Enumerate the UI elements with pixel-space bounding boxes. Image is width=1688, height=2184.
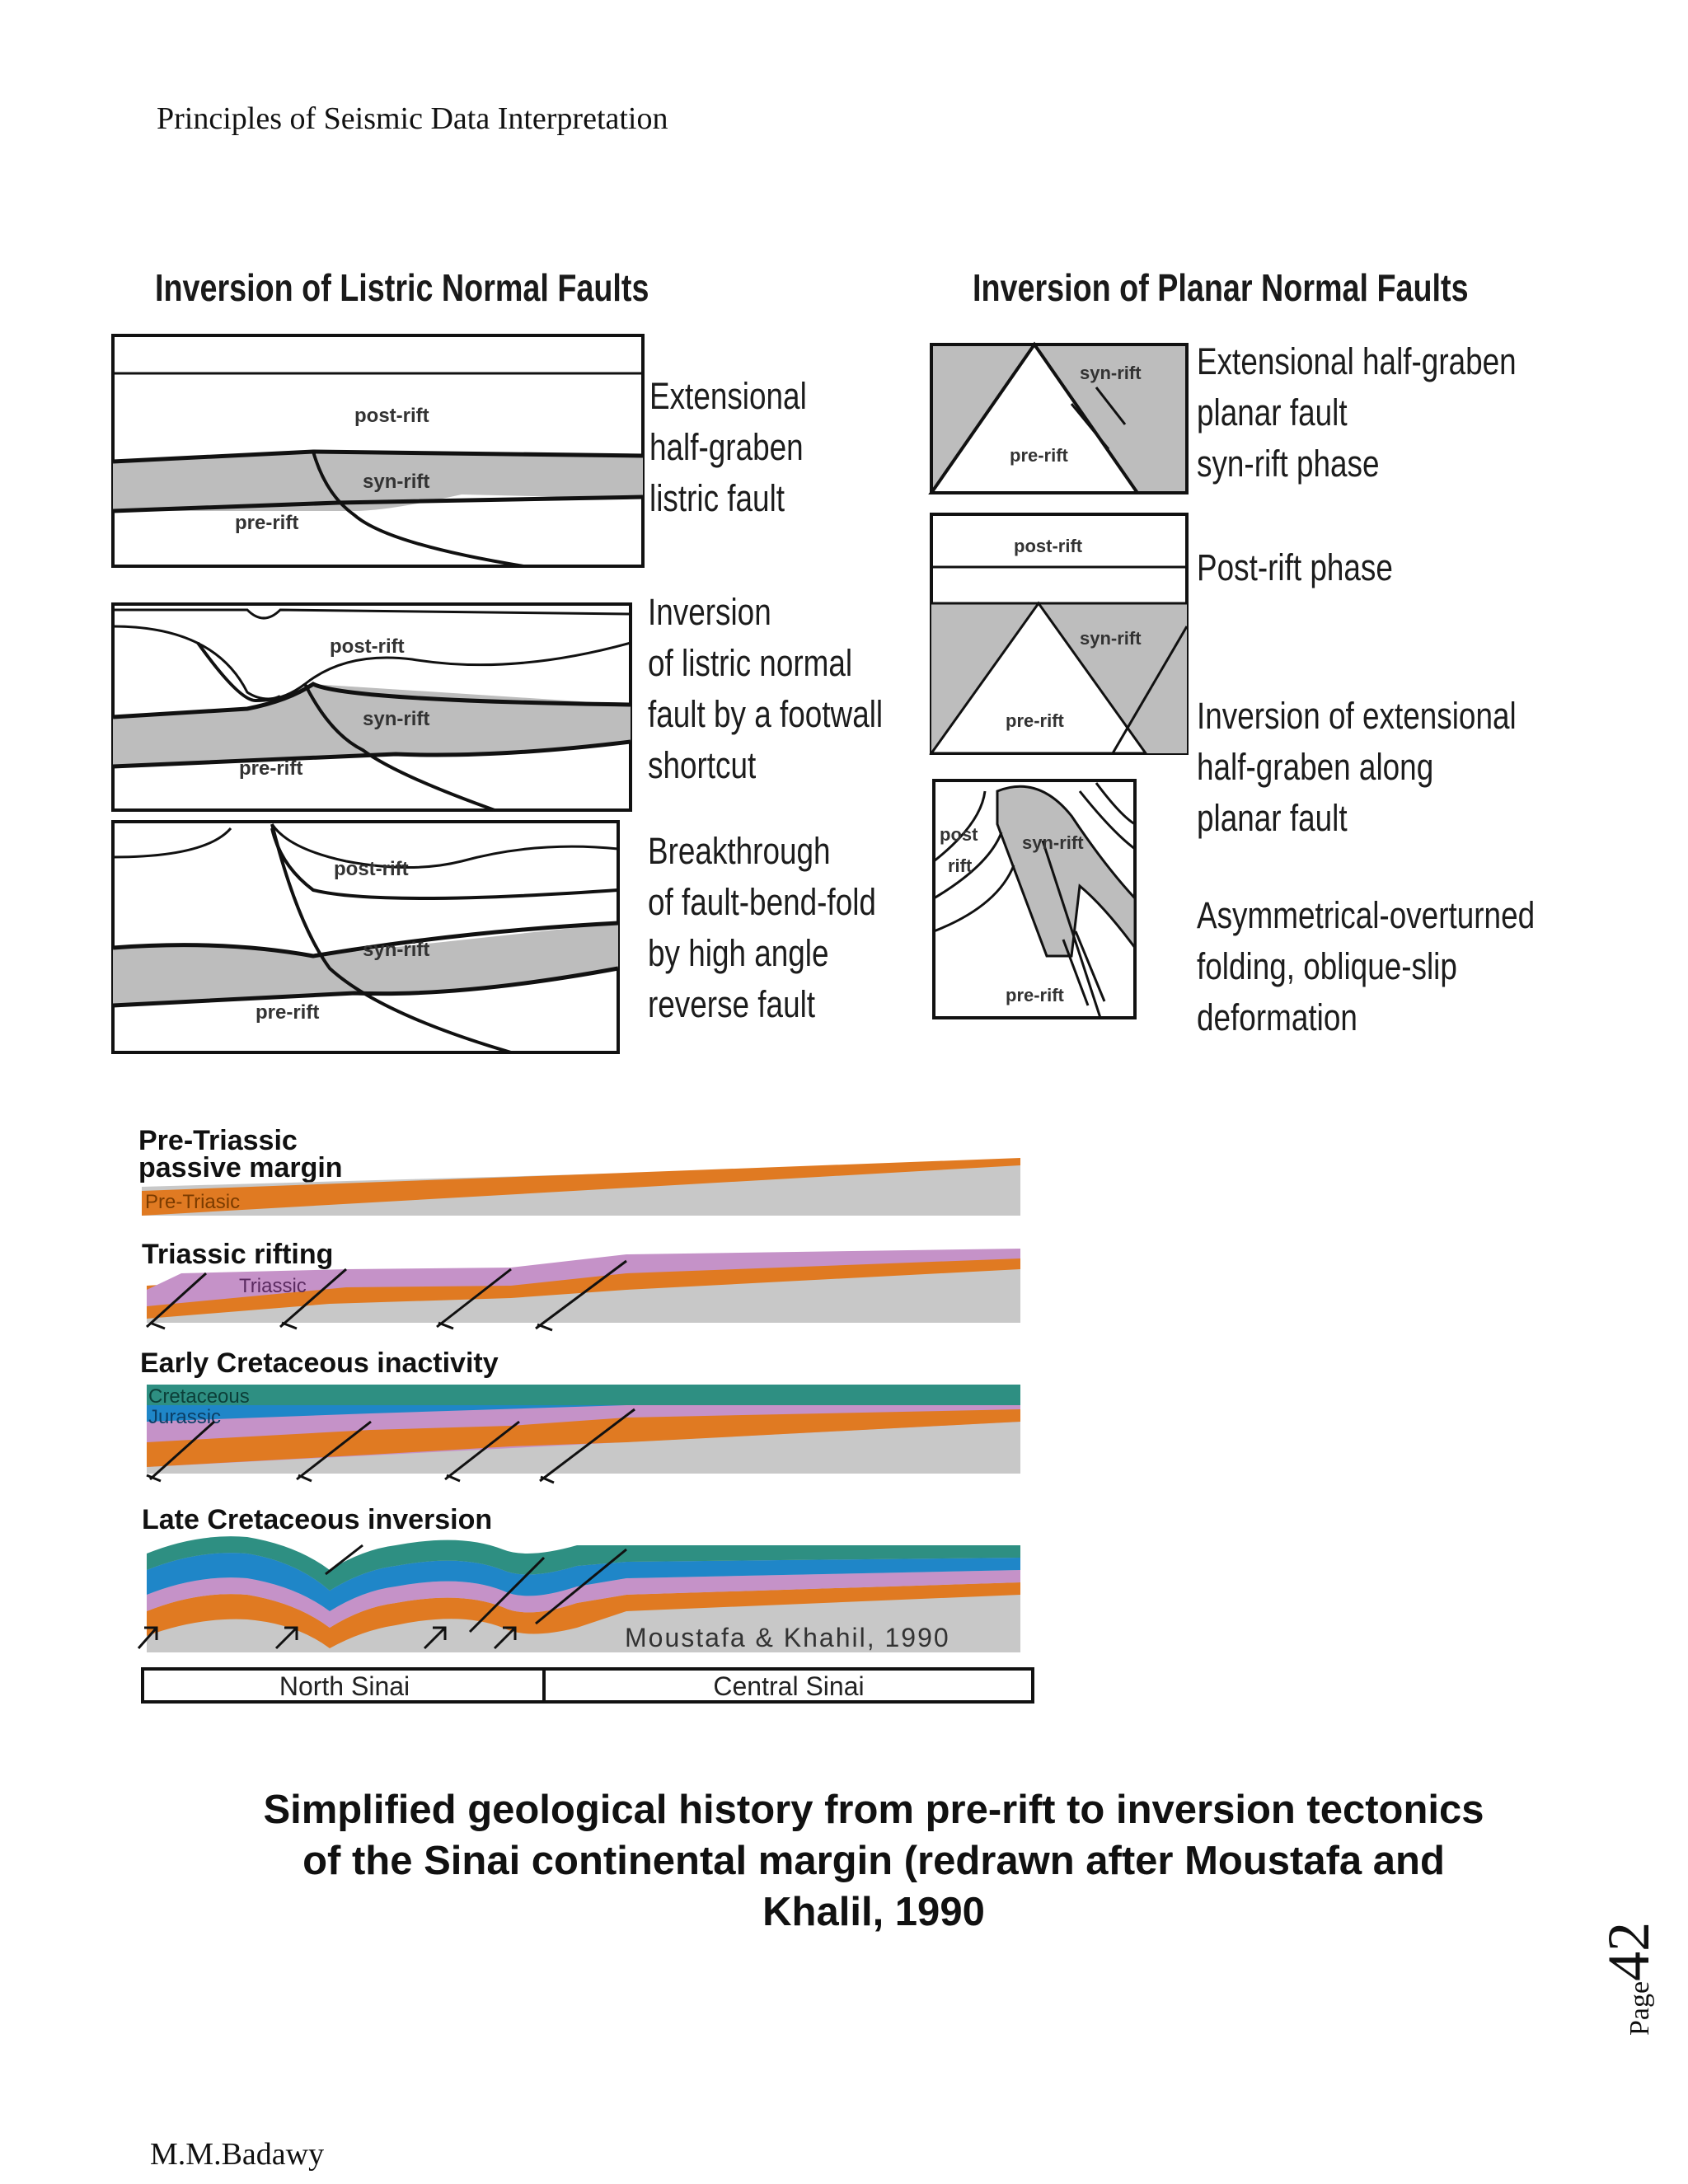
listric-1-post-label: post-rift: [354, 405, 429, 427]
planar-panel-1: syn-rift pre-rift: [928, 341, 1189, 494]
stage-early-cretaceous: Early Cretaceous inactivity Cretaceous J…: [140, 1347, 1020, 1484]
credit-text: Moustafa & Khahil, 1990: [625, 1623, 950, 1652]
stage-4-title: Late Cretaceous inversion: [142, 1504, 492, 1535]
stage-2-title: Triassic rifting: [142, 1239, 333, 1270]
stage-late-cretaceous: Late Cretaceous inversion Moustafa & Kha…: [137, 1504, 1020, 1652]
planar-3-pre-label: pre-rift: [1006, 985, 1065, 1005]
author-footer: M.M.Badawy: [150, 2137, 325, 2172]
stage-3-unit-cretaceous: Cretaceous: [148, 1385, 250, 1408]
listric-2-post-label: post-rift: [330, 635, 405, 658]
figure-caption: Simplified geological history from pre-r…: [263, 1788, 1484, 1934]
planar-2-syn-label: syn-rift: [1080, 628, 1142, 649]
planar-1-pre-label: pre-rift: [1010, 445, 1069, 466]
planar-panel-2: post-rift syn-rift pre-rift: [929, 513, 1189, 755]
planar-panel-3: post rift syn-rift pre-rift: [932, 779, 1137, 1019]
planar-desc-3: Inversion of extensional half-graben alo…: [1197, 695, 1517, 839]
listric-3-syn-label: syn-rift: [363, 939, 429, 961]
stage-3-title: Early Cretaceous inactivity: [140, 1347, 499, 1379]
planar-3-syn-label: syn-rift: [1022, 832, 1084, 853]
listric-1-pre-label: pre-rift: [235, 512, 298, 534]
stage-2-unit: Triassic: [239, 1275, 307, 1297]
listric-2-pre-label: pre-rift: [239, 757, 302, 780]
stage-pre-triassic: Pre-Triassic passive margin Pre-Triasic: [138, 1125, 1020, 1216]
listric-title: Inversion of Listric Normal Faults: [155, 266, 649, 309]
region-north: North Sinai: [279, 1671, 410, 1701]
listric-1-syn-label: syn-rift: [363, 471, 429, 493]
listric-panel-2: post-rift syn-rift pre-rift: [111, 602, 632, 812]
stage-3-unit-jurassic: Jurassic: [148, 1406, 221, 1428]
listric-3-pre-label: pre-rift: [256, 1001, 319, 1024]
running-header: Principles of Seismic Data Interpretatio…: [157, 101, 668, 136]
listric-panel-1: post-rift syn-rift pre-rift: [111, 334, 645, 568]
stage-1-title-a: Pre-Triassic: [138, 1125, 298, 1156]
planar-1-syn-label: syn-rift: [1080, 363, 1142, 383]
stage-1-title-b: passive margin: [138, 1152, 343, 1183]
listric-2-syn-label: syn-rift: [363, 708, 429, 730]
listric-panel-3: post-rift syn-rift pre-rift: [111, 820, 620, 1054]
stage-1-unit: Pre-Triasic: [145, 1191, 240, 1213]
planar-3-post2-label: rift: [948, 855, 973, 876]
planar-title: Inversion of Planar Normal Faults: [973, 266, 1469, 309]
planar-3-post-label: post: [940, 824, 978, 845]
region-bar: North Sinai Central Sinai: [141, 1667, 1034, 1704]
sinai-cross-sections: Pre-Triassic passive margin Pre-Triasic …: [137, 1125, 1034, 1704]
listric-3-post-label: post-rift: [334, 858, 409, 880]
stage-triassic-rifting: Triassic rifting Triassic: [142, 1239, 1020, 1332]
region-central: Central Sinai: [713, 1671, 864, 1701]
planar-2-pre-label: pre-rift: [1006, 710, 1065, 731]
planar-2-post-label: post-rift: [1014, 536, 1083, 556]
planar-desc-2: Post-rift phase: [1197, 546, 1393, 588]
